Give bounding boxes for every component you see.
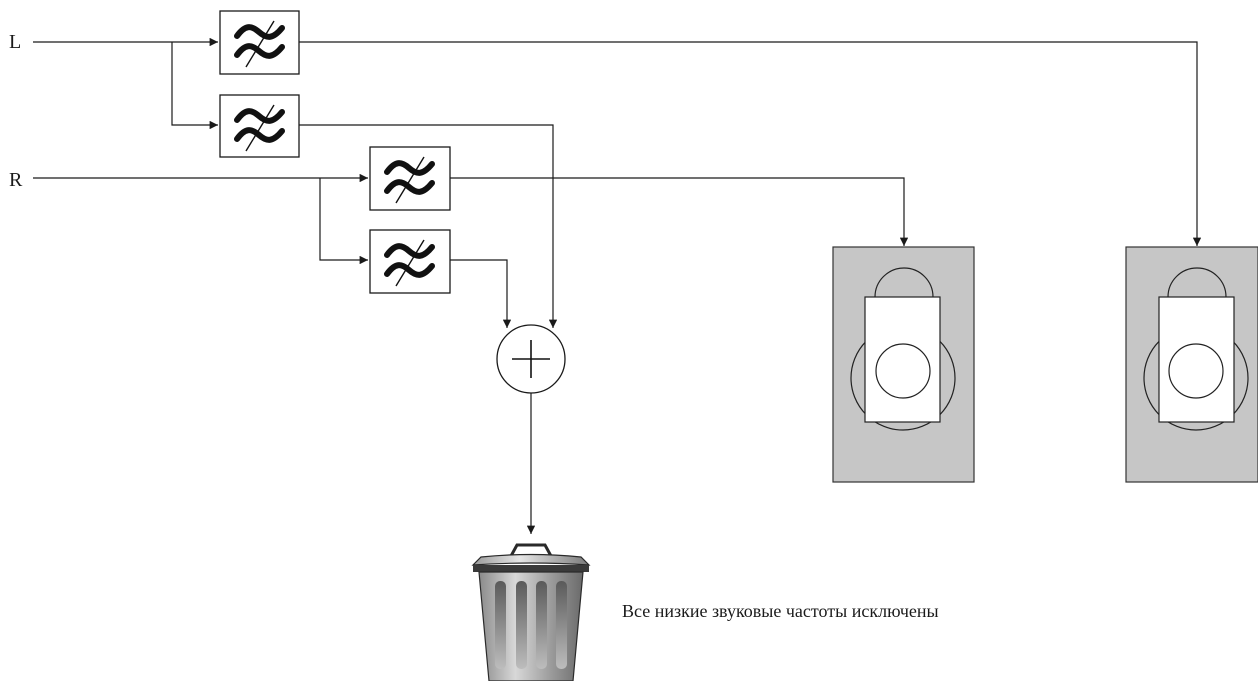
filter-block-left-high	[219, 10, 300, 75]
adjustable-filter-icon	[234, 104, 285, 152]
filter-block-right-high	[369, 146, 451, 211]
summing-junction-icon	[496, 324, 566, 394]
input-label-left: L	[9, 31, 21, 53]
adjustable-filter-icon	[384, 156, 435, 204]
speaker-icon	[832, 246, 975, 483]
filter-block-left-low	[219, 94, 300, 158]
speaker-icon	[1125, 246, 1258, 483]
input-label-right: R	[9, 169, 23, 191]
adjustable-filter-icon	[234, 20, 285, 68]
adjustable-filter-icon	[384, 239, 435, 287]
filter-block-right-low	[369, 229, 451, 294]
caption-text: Все низкие звуковые частоты исключены	[622, 601, 939, 621]
trash-can-icon	[471, 543, 591, 681]
signal-wires	[33, 37, 1202, 534]
